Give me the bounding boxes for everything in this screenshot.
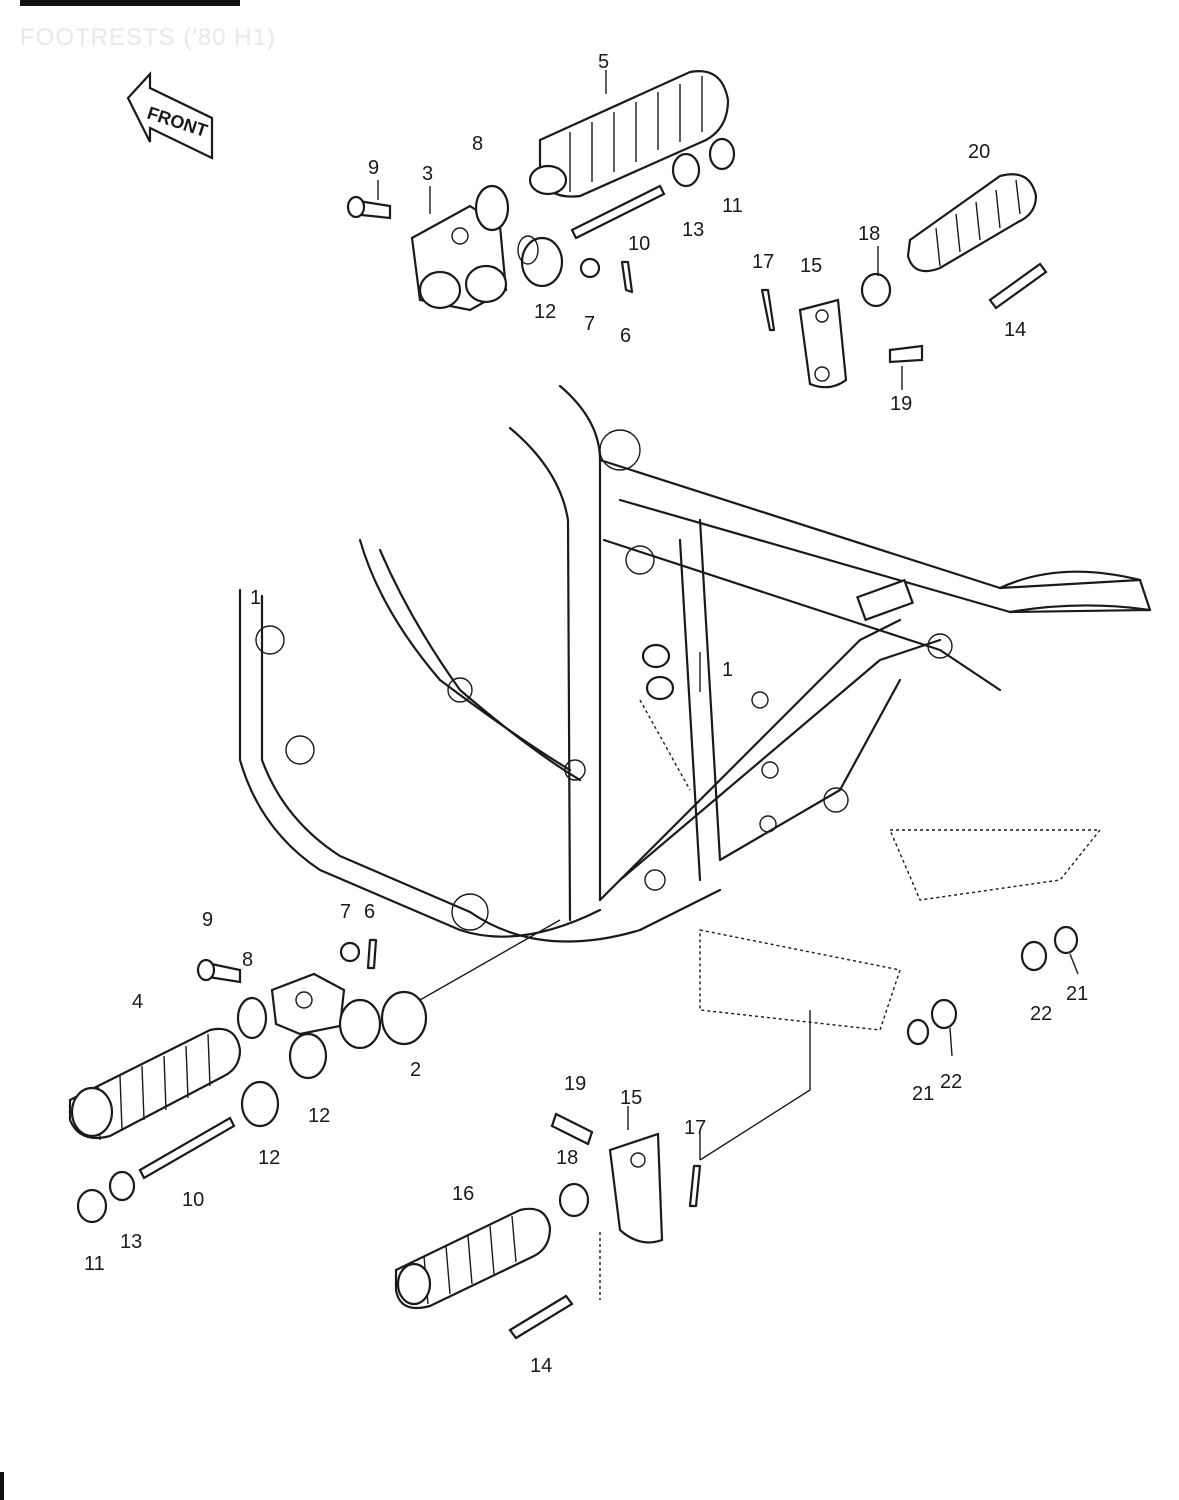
upper-cotter-pin-17: [760, 288, 776, 332]
callout-20: 20: [968, 141, 990, 163]
callout-12-lower-b: 12: [258, 1147, 280, 1169]
upper-washer-8: [474, 184, 510, 232]
upper-washer-7: [579, 257, 601, 279]
callout-17: 17: [752, 251, 774, 273]
callout-22-right: 22: [1030, 1003, 1052, 1025]
rear-washer-21a: [1053, 925, 1079, 955]
callout-7: 7: [584, 313, 595, 335]
lower-bolt-9: [196, 958, 242, 984]
upper-cotter-pin-6: [620, 260, 634, 294]
lower-cotter-pin-6: [366, 938, 378, 970]
callout-7-lower: 7: [340, 901, 351, 923]
callout-3: 3: [422, 163, 433, 185]
rear-nut-22b: [930, 998, 958, 1030]
callout-5: 5: [598, 51, 609, 73]
callout-18: 18: [858, 223, 880, 245]
callout-17-lower: 17: [684, 1117, 706, 1139]
frame-rubber-1a: [641, 643, 671, 669]
upper-footpeg-5: [528, 70, 730, 198]
callout-8-lower: 8: [242, 949, 253, 971]
callout-18-lower: 18: [556, 1147, 578, 1169]
upper-cap-11: [708, 137, 736, 171]
lower-bracket-15: [608, 1132, 664, 1244]
callout-9-lower: 9: [202, 909, 213, 931]
callout-13-lower: 13: [120, 1231, 142, 1253]
callout-12-lower-a: 12: [308, 1105, 330, 1127]
page-corner-mark: [0, 1472, 4, 1500]
lower-bushing-12a: [288, 1032, 328, 1080]
callout-10-lower: 10: [182, 1189, 204, 1211]
callout-6: 6: [620, 325, 631, 347]
lower-cotter-pin-17: [688, 1164, 702, 1208]
callout-1-frame-right: 1: [722, 659, 733, 681]
callout-labels: 5 8 9 3 13 11 20 18 17 15 14 10 12 7 6 1…: [84, 51, 1088, 1377]
callout-1-frame-left: 1: [250, 587, 261, 609]
upper-bolt-14: [988, 262, 1048, 310]
lower-bracket-3: [270, 972, 346, 1036]
lower-pin-19: [550, 1112, 594, 1146]
lower-footpeg-16: [394, 1207, 552, 1310]
upper-washer-18: [860, 272, 892, 308]
lower-bushing-12b: [240, 1080, 280, 1128]
upper-pin-19: [888, 344, 924, 364]
upper-bracket-3: [410, 204, 508, 312]
callout-4: 4: [132, 991, 143, 1013]
lower-washer-13: [108, 1170, 136, 1202]
upper-pin-10: [570, 184, 666, 240]
lower-washer-7: [339, 941, 361, 963]
rear-bracket-outline-a: [888, 829, 1102, 901]
upper-bushing-12: [517, 235, 564, 288]
lower-bolt-14: [508, 1294, 574, 1340]
callout-21-right: 21: [1066, 983, 1088, 1005]
front-arrow-icon: FRONT: [126, 71, 214, 160]
rear-bracket-outline-b: [699, 929, 901, 1031]
callout-11-lower: 11: [84, 1253, 105, 1275]
lower-pin-10: [138, 1116, 236, 1180]
callout-12: 12: [534, 301, 556, 323]
frame-rubber-1b: [645, 675, 675, 701]
callout-15-lower: 15: [620, 1087, 642, 1109]
lower-washer-8: [236, 996, 268, 1040]
callout-11: 11: [722, 195, 743, 217]
upper-bolt-9: [346, 195, 392, 220]
upper-footpeg-20: [906, 173, 1038, 273]
callout-22-lower: 22: [940, 1071, 962, 1093]
rear-washer-21b: [906, 1018, 930, 1046]
lower-washer-18: [558, 1182, 590, 1218]
lower-cap-11: [76, 1188, 108, 1224]
callout-19-lower: 19: [564, 1073, 586, 1095]
callout-16: 16: [452, 1183, 474, 1205]
callout-10: 10: [628, 233, 650, 255]
callout-19: 19: [890, 393, 912, 415]
lower-bushing-2: [338, 990, 428, 1050]
callout-9: 9: [368, 157, 379, 179]
page-title: FOOTRESTS ('80 H1): [20, 24, 276, 51]
callout-13: 13: [682, 219, 704, 241]
callout-leaders: [377, 70, 1079, 1160]
callout-8: 8: [472, 133, 483, 155]
header-bar: [20, 0, 240, 6]
motorcycle-frame: [238, 384, 1152, 943]
rear-nut-22a: [1020, 940, 1048, 972]
callout-14: 14: [1004, 319, 1026, 341]
callout-15: 15: [800, 255, 822, 277]
callout-14-lower: 14: [530, 1355, 552, 1377]
lower-footpeg-4: [68, 1027, 242, 1141]
callout-6-lower: 6: [364, 901, 375, 923]
upper-bracket-15: [798, 298, 848, 389]
callout-21-lower: 21: [912, 1083, 934, 1105]
upper-washer-13: [671, 152, 701, 188]
callout-2: 2: [410, 1059, 421, 1081]
